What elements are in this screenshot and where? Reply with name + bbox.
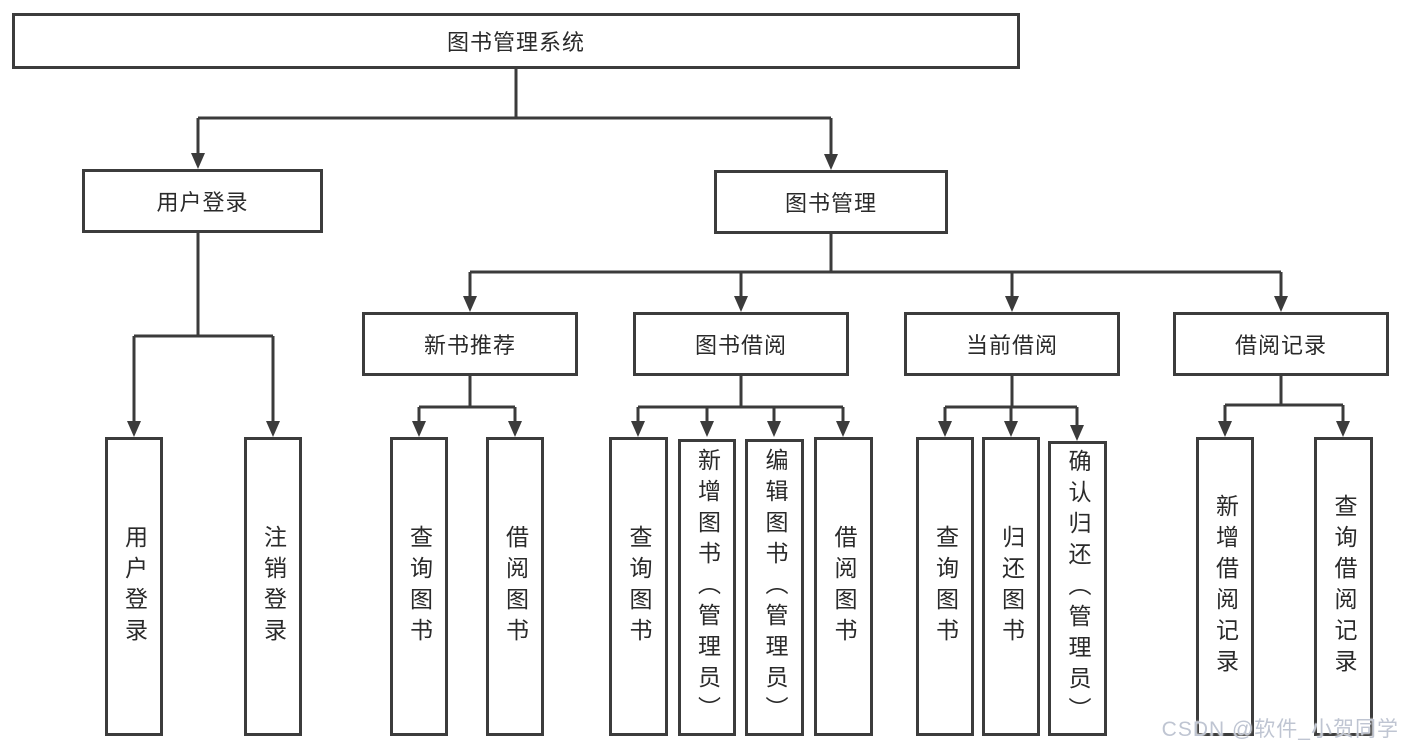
node-leaf-borrow-books-1: 借阅图书 — [486, 437, 544, 736]
node-leaf-add-books-admin: 新增图书（管理员） — [678, 439, 736, 736]
node-new-books: 新书推荐 — [362, 312, 578, 376]
node-leaf-return-books: 归还图书 — [982, 437, 1040, 736]
node-label: 查询图书 — [406, 524, 433, 649]
node-root: 图书管理系统 — [12, 13, 1020, 69]
node-leaf-add-borrow-record: 新增借阅记录 — [1196, 437, 1254, 736]
node-book-borrow: 图书借阅 — [633, 312, 849, 376]
connector-user-login — [127, 233, 280, 437]
node-label: 查询图书 — [626, 524, 652, 649]
node-leaf-user-login: 用户登录 — [105, 437, 163, 736]
node-leaf-confirm-return-admin: 确认归还（管理员） — [1048, 441, 1107, 736]
node-leaf-edit-books-admin: 编辑图书（管理员） — [745, 439, 804, 736]
connector-book-borrow — [631, 376, 850, 437]
connector-current-borrow — [938, 376, 1084, 441]
node-user-login: 用户登录 — [82, 169, 323, 233]
node-label: 借阅图书 — [831, 524, 857, 649]
node-leaf-query-books-2: 查询图书 — [609, 437, 668, 736]
node-label: 确认归还（管理员） — [1065, 449, 1091, 728]
node-leaf-query-books-1: 查询图书 — [390, 437, 448, 736]
node-label: 注销登录 — [260, 524, 287, 649]
node-leaf-logout: 注销登录 — [244, 437, 302, 736]
node-leaf-query-books-3: 查询图书 — [916, 437, 974, 736]
connector-new-books — [412, 376, 522, 437]
node-label: 新增借阅记录 — [1212, 493, 1239, 680]
connector-borrow-records — [1218, 376, 1350, 437]
connector-root — [191, 69, 838, 170]
csdn-watermark: CSDN @软件_小贺同学 — [1161, 718, 1399, 741]
node-label: 用户登录 — [121, 524, 148, 649]
node-leaf-query-borrow-record: 查询借阅记录 — [1314, 437, 1373, 736]
connector-book-mgmt — [463, 234, 1288, 312]
node-label: 查询图书 — [932, 524, 959, 649]
node-label: 新增图书（管理员） — [694, 448, 721, 727]
node-leaf-borrow-books-2: 借阅图书 — [814, 437, 873, 736]
node-label: 编辑图书（管理员） — [762, 448, 788, 727]
node-label: 归还图书 — [998, 524, 1025, 649]
node-label: 查询借阅记录 — [1331, 493, 1357, 680]
node-borrow-records: 借阅记录 — [1173, 312, 1389, 376]
node-book-mgmt: 图书管理 — [714, 170, 948, 234]
node-current-borrow: 当前借阅 — [904, 312, 1120, 376]
node-label: 借阅图书 — [502, 524, 529, 649]
